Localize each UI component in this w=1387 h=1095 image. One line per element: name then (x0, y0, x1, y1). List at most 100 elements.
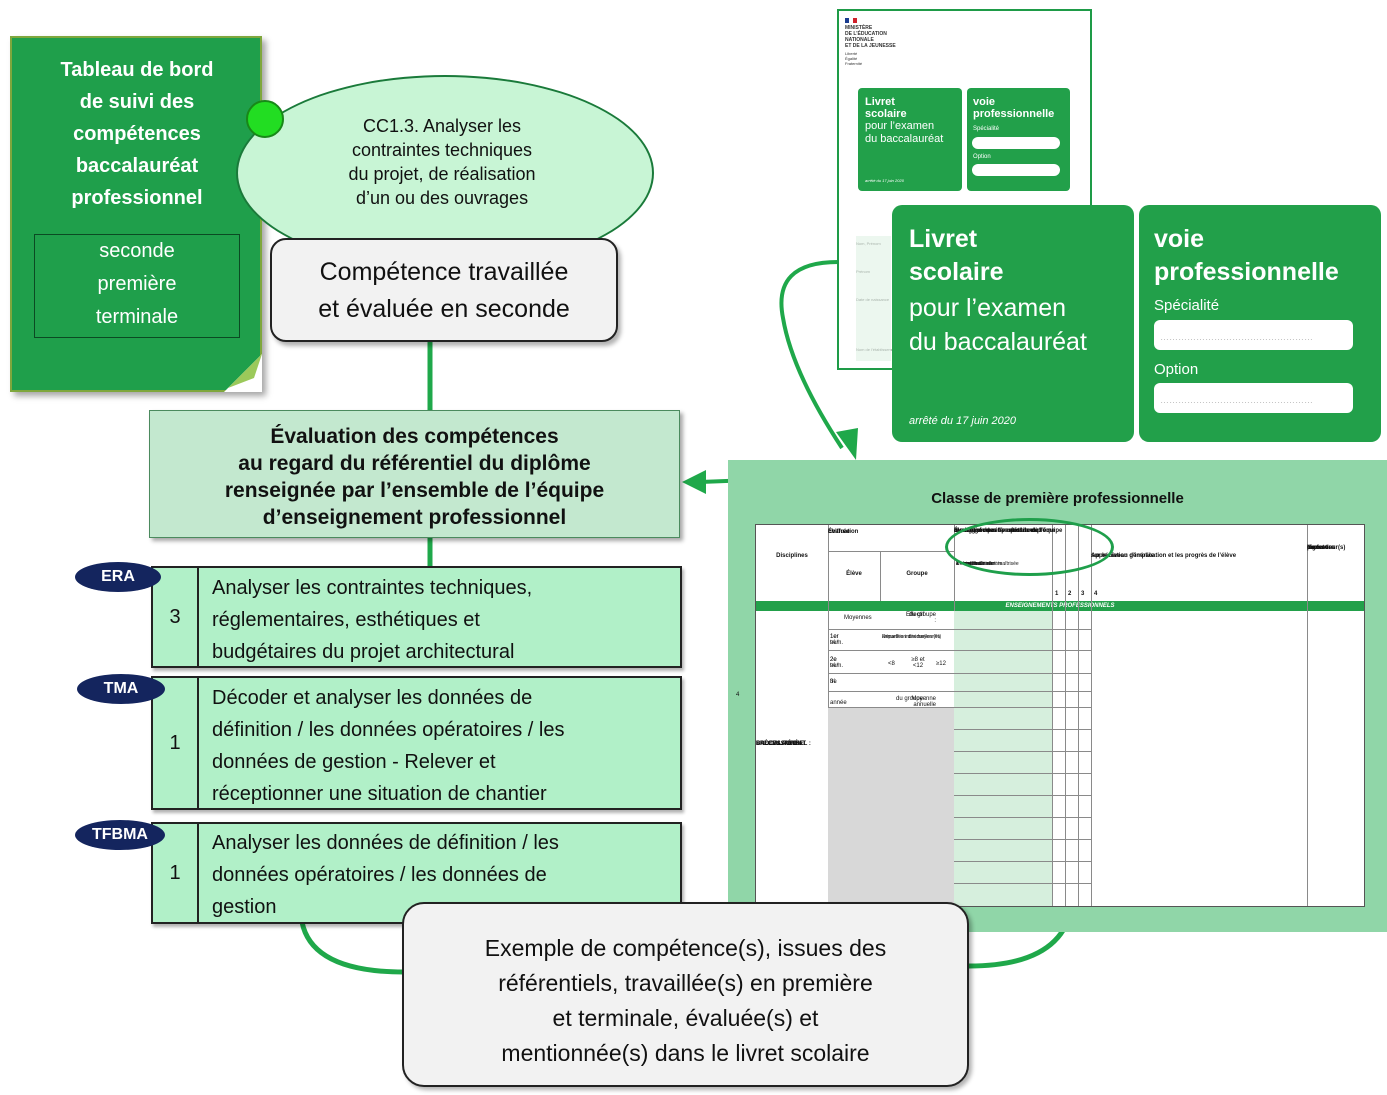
evaluation-line: Évaluation des compétences (270, 425, 559, 448)
livret-subtitle-line: pour l’examen (909, 294, 1067, 322)
note-title-line: Tableau de bord (60, 59, 214, 81)
col-nom-line: signature (1307, 545, 1335, 551)
ministry-line: DE L’ÉDUCATION (845, 31, 887, 37)
thumb-voie-title: voie professionnelle (973, 96, 1054, 120)
note-title: Tableau de bord de suivi des compétences… (30, 54, 244, 214)
thumb-livret-title: Livret scolaire (865, 96, 907, 120)
col-nom-line: Nom et (1307, 545, 1328, 551)
competence-line: réceptionner une situation de chantier (212, 783, 547, 805)
col-eval-line: Évaluation (828, 529, 859, 535)
voie-title: voie professionnelle (1154, 223, 1339, 289)
competence-level: 1 (153, 678, 199, 808)
competence-text: Décoder et analyser les données de défin… (212, 682, 674, 810)
col-eleve: Élève (846, 571, 862, 577)
worked-line: Compétence travaillée (319, 258, 569, 286)
livret-form-page: Classe de première professionnelle 4 ENS… (728, 460, 1387, 932)
callout-line: Exemple de compétence(s), issues des (484, 935, 887, 961)
thumb-line: professionnelle (973, 108, 1055, 120)
flag-icon (845, 18, 857, 23)
range-label: ≥8 et <12 (911, 657, 925, 669)
specialite-line: PROFESSIONNEL : (756, 741, 811, 747)
livret-subtitle-line: du baccalauréat (909, 328, 1087, 356)
green-dot-icon (246, 100, 284, 138)
competence-line: Analyser les contraintes techniques, (212, 577, 533, 599)
thumb-specialite-label: Spécialité (973, 126, 1000, 132)
moyenne-annuelle-line: Moyenne annuelle (911, 696, 936, 708)
rule (954, 650, 1091, 651)
rule (954, 861, 1091, 862)
specialite-line: SPÉCIALITÉ DU (756, 741, 802, 747)
rule (954, 773, 1091, 774)
vline (880, 551, 881, 601)
competence-era: 3 Analyser les contraintes techniques, r… (151, 566, 682, 668)
competence-line: Décoder et analyser les données de (212, 687, 533, 709)
col-appreciation-line: Appréciation générale (1091, 553, 1155, 559)
competence-line: données de gestion - Relever et (212, 751, 496, 773)
ellipse-line: d’un ou des ouvrages (355, 188, 529, 208)
col-groupe: Groupe (906, 571, 928, 577)
tri3-line: tri. (830, 679, 837, 685)
level-seconde: seconde (99, 240, 175, 262)
livret-title: Livret scolaire (909, 223, 1004, 289)
dashboard-note: Tableau de bord de suivi des compétences… (10, 36, 262, 392)
voie-professionnelle-panel: voie professionnelle Spécialité ……………………… (1139, 205, 1381, 442)
col-nom-line: professeur(s) (1307, 545, 1346, 551)
rule (954, 817, 1091, 818)
worked-line: et évaluée en seconde (318, 295, 570, 323)
thumb-line: voie (973, 96, 996, 108)
competence-line: définition / les données opératoires / l… (212, 719, 565, 741)
thumb-option-label: Option (973, 154, 991, 160)
col-disciplines: Disciplines (776, 553, 808, 559)
evaluation-line: au regard du référentiel du diplôme (238, 452, 591, 475)
livret-title-line: Livret (909, 225, 978, 253)
example-callout: Exemple de compétence(s), issues des réf… (402, 902, 969, 1087)
note-levels: seconde première terminale (34, 234, 240, 338)
livret-scolaire-panel: Livret scolaire pour l’examen du baccala… (892, 205, 1134, 442)
thumb-date: arrêté du 17 juin 2020 (865, 178, 904, 183)
effectif-line: du groupe : (908, 612, 936, 624)
form-side-number: 4 (736, 692, 740, 698)
competence-text: Analyser les contraintes techniques, rég… (212, 572, 674, 668)
annee-label: année (830, 700, 847, 706)
competence-text: Analyser les données de définition / les… (212, 827, 674, 923)
competence-line: réglementaires, esthétiques et (212, 609, 480, 631)
sem2-line: 2e tri./ (830, 657, 839, 669)
thumb-option-field (972, 164, 1060, 176)
form-table: ENSEIGNEMENTS PROFESSIONNELS Disciplines… (755, 524, 1365, 907)
rule (828, 707, 954, 708)
col-appreciation-line: sur le niveau d’implication et les progr… (1091, 553, 1237, 559)
rule (954, 691, 1091, 692)
rule (828, 691, 954, 692)
rule (954, 839, 1091, 840)
note-title-line: compétences (73, 123, 201, 145)
sem1-line: 1er sem. (830, 634, 844, 646)
effectif-line: Effectif (906, 612, 925, 618)
callout-line: mentionnée(s) dans le livret scolaire (501, 1040, 870, 1066)
competence-level: 1 (153, 824, 199, 922)
voie-title-line: professionnelle (1154, 258, 1339, 286)
rule (954, 629, 1091, 630)
callout-line: référentiels, travaillée(s) en première (498, 970, 873, 996)
moyenne-annuelle-line: du groupe : (896, 696, 927, 702)
motto-line: Égalité (845, 56, 858, 61)
connector-bubble-left (299, 921, 405, 975)
motto-line: Liberté (845, 51, 858, 56)
competence-line: Analyser les données de définition / les (212, 832, 559, 854)
comp-column-fill (954, 611, 1052, 906)
thumb-line: Livret (865, 96, 895, 108)
form-title: Classe de première professionnelle (931, 490, 1184, 507)
rule (954, 673, 1091, 674)
note-title-line: professionnel (71, 187, 203, 209)
level-premiere: première (97, 273, 177, 295)
ellipse-line: du projet, de réalisation (348, 164, 536, 184)
col-nom-line: du ou des (1307, 545, 1336, 551)
competence-line: budgétaires du projet architectural (212, 641, 515, 663)
rule (954, 729, 1091, 730)
callout-line: et terminale, évaluée(s) et (552, 1005, 819, 1031)
evaluation-line: renseignée par l’ensemble de l’équipe (224, 479, 605, 502)
rule (954, 707, 1091, 708)
option-label: Option (1154, 361, 1199, 378)
level-num: 4 (1094, 591, 1098, 597)
vline (1065, 525, 1066, 906)
motto-line: Fraternité (845, 61, 863, 66)
